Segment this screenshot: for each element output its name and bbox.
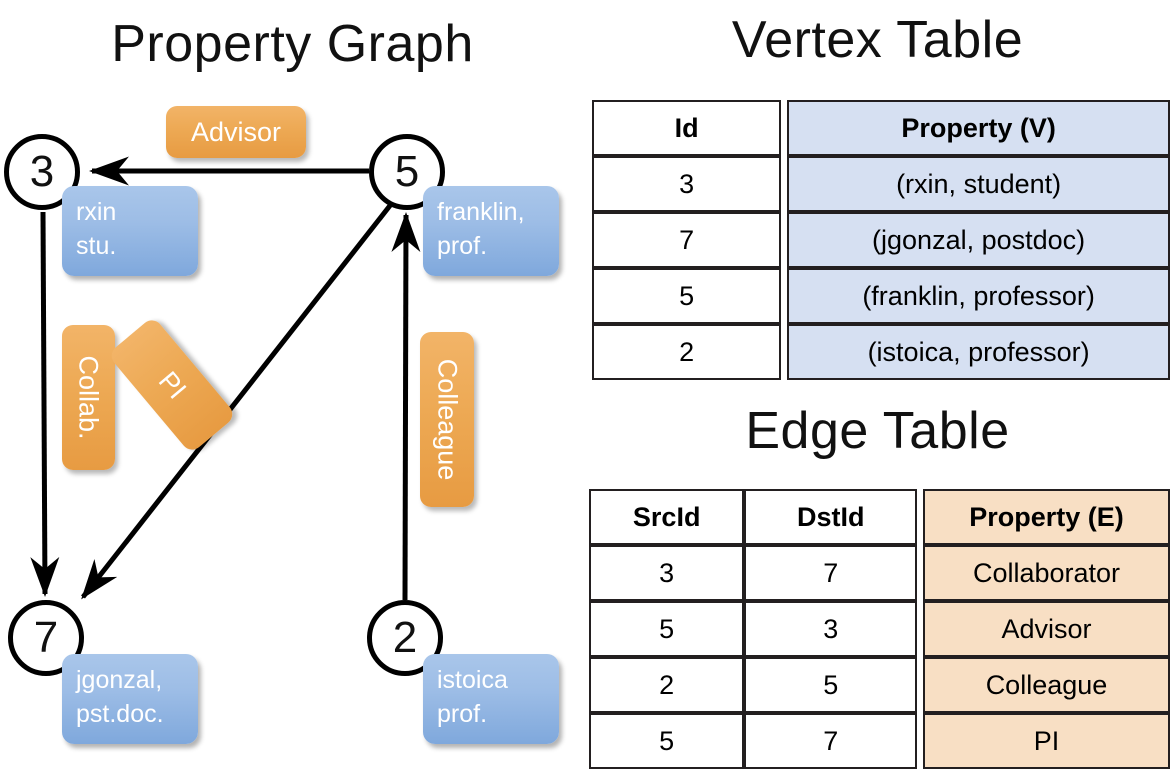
cell-property: Advisor: [922, 601, 1170, 657]
page-title-vertex-table: Vertex Table: [731, 11, 1024, 69]
vertex-property-box-istoica: istoica prof.: [423, 654, 559, 744]
cell-dstid: 7: [744, 713, 918, 769]
table-row[interactable]: 3 7 Collaborator: [589, 545, 1170, 601]
vertex-property-box-jgonzal: jgonzal, pst.doc.: [62, 654, 198, 744]
vertex-property-line-1: istoica: [437, 666, 508, 694]
column-header-property-v: Property (V): [787, 100, 1170, 156]
vertex-property-box-franklin: franklin, prof.: [423, 186, 559, 276]
cell-property: (jgonzal, postdoc): [787, 212, 1170, 268]
page-title-edge-table: Edge Table: [745, 402, 1010, 460]
cell-property: Colleague: [922, 657, 1170, 713]
edge-label-text: Colleague: [432, 358, 463, 481]
page-title-property-graph: Property Graph: [111, 15, 474, 73]
edge-label-text: Collab.: [74, 355, 105, 440]
vertex-property-line-2: prof.: [437, 231, 488, 260]
cell-dstid: 3: [744, 601, 918, 657]
cell-property: (istoica, professor): [787, 324, 1170, 380]
edge-arrow-2-to-5: [391, 212, 421, 601]
column-header-property-e: Property (E): [922, 489, 1170, 545]
table-row[interactable]: 5 7 PI: [589, 713, 1170, 769]
cell-property: PI: [922, 713, 1170, 769]
vertex-id-label: 7: [33, 613, 59, 662]
edge-table: SrcId DstId Property (E) 3 7 Collaborato…: [589, 489, 1170, 769]
cell-dstid: 5: [744, 657, 918, 713]
graph-vertex-5[interactable]: 5: [369, 134, 445, 210]
edge-label-text: Advisor: [190, 116, 282, 147]
vertex-table: Id Property (V) 3 (rxin, student) 7 (jgo…: [592, 100, 1170, 380]
vertex-id-label: 2: [392, 613, 418, 662]
cell-srcid: 2: [589, 657, 745, 713]
edge-arrow-5-to-7: [81, 201, 394, 600]
table-header-row: SrcId DstId Property (E): [589, 489, 1170, 545]
cell-dstid: 7: [744, 545, 918, 601]
vertex-property-line-2: prof.: [437, 699, 488, 728]
vertex-id-label: 5: [394, 147, 420, 196]
edge-arrow-3-to-7: [30, 211, 60, 597]
cell-srcid: 5: [589, 713, 745, 769]
vertex-id-label: 3: [29, 147, 55, 196]
vertex-property-line-1: rxin: [76, 198, 117, 226]
table-row[interactable]: 5 3 Advisor: [589, 601, 1170, 657]
vertex-property-line-2: pst.doc.: [76, 699, 164, 728]
cell-property: (rxin, student): [787, 156, 1170, 212]
edge-label-box-advisor: Advisor: [166, 106, 306, 158]
cell-id: 5: [592, 268, 782, 324]
table-row[interactable]: 3 (rxin, student): [592, 156, 1170, 212]
cell-id: 2: [592, 324, 782, 380]
vertex-property-line-1: jgonzal,: [76, 666, 163, 694]
edge-label-box-colleague: Colleague: [420, 332, 474, 507]
table-row[interactable]: 2 (istoica, professor): [592, 324, 1170, 380]
vertex-property-line-2: stu.: [76, 231, 117, 260]
cell-id: 3: [592, 156, 782, 212]
column-header-id: Id: [592, 100, 782, 156]
cell-property: (franklin, professor): [787, 268, 1170, 324]
cell-id: 7: [592, 212, 782, 268]
property-graph-diagram: 3 5 7 2 rxin stu. franklin, prof. jgonza…: [0, 0, 585, 760]
edge-label-text: PI: [152, 365, 193, 405]
vertex-property-box-rxin: rxin stu.: [62, 186, 198, 276]
vertex-property-line-1: franklin,: [437, 198, 525, 226]
cell-srcid: 5: [589, 601, 745, 657]
table-header-row: Id Property (V): [592, 100, 1170, 156]
table-row[interactable]: 7 (jgonzal, postdoc): [592, 212, 1170, 268]
cell-property: Collaborator: [922, 545, 1170, 601]
table-row[interactable]: 5 (franklin, professor): [592, 268, 1170, 324]
column-header-dstid: DstId: [744, 489, 918, 545]
graph-vertex-2[interactable]: 2: [367, 600, 443, 676]
edge-label-box-collab: Collab.: [62, 325, 115, 470]
cell-srcid: 3: [589, 545, 745, 601]
column-header-srcid: SrcId: [589, 489, 745, 545]
table-row[interactable]: 2 5 Colleague: [589, 657, 1170, 713]
graph-edge-arrows: [30, 156, 421, 601]
